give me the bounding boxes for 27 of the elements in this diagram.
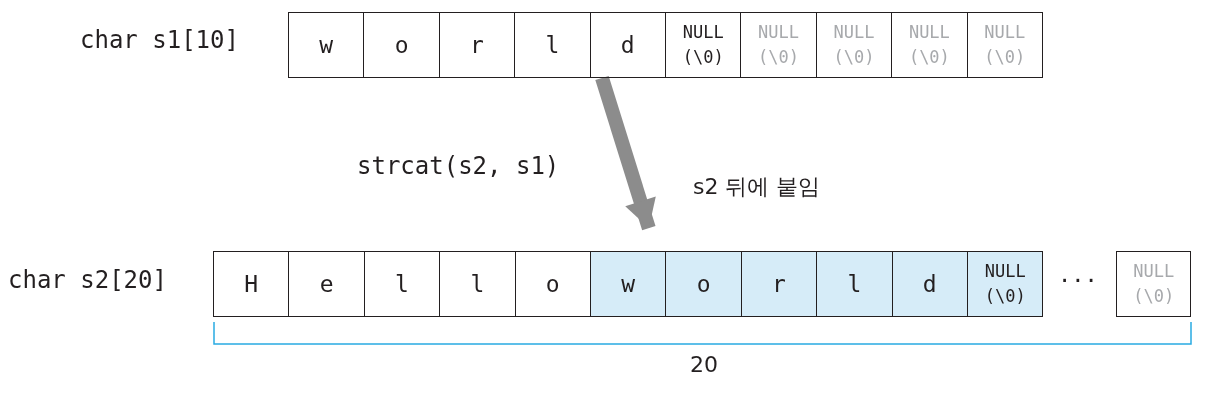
array-cell: o: [665, 251, 742, 317]
arrow: [595, 75, 656, 231]
annotation-text: s2 뒤에 붙임: [693, 173, 821, 201]
ellipsis: ···: [1058, 268, 1098, 293]
array-cell: d: [589, 12, 666, 78]
array-cell: l: [363, 251, 441, 317]
array-cell: e: [288, 251, 365, 317]
array-cell: w: [590, 251, 667, 317]
array-cell: H: [213, 251, 290, 317]
array-cell: NULL (\0): [1116, 251, 1192, 317]
array-cell: NULL (\0): [815, 12, 893, 78]
variable-label: char s1[10]: [80, 26, 239, 54]
array-cell: l: [439, 251, 516, 317]
array-cell: o: [363, 12, 440, 78]
variable-label: char s2[20]: [8, 266, 167, 294]
array-cell: l: [514, 12, 591, 78]
array-cell: d: [891, 251, 968, 317]
array-cell: l: [816, 251, 893, 317]
dimension-label: 20: [690, 352, 718, 377]
array-cell: NULL (\0): [891, 12, 968, 78]
array-cell: NULL (\0): [966, 12, 1043, 78]
array-cell: NULL (\0): [665, 12, 742, 78]
array-cell: NULL (\0): [740, 12, 817, 78]
array-cell: NULL (\0): [967, 251, 1044, 317]
array-cell: w: [288, 12, 365, 78]
array-cell: r: [740, 251, 818, 317]
array-cell: r: [438, 12, 516, 78]
